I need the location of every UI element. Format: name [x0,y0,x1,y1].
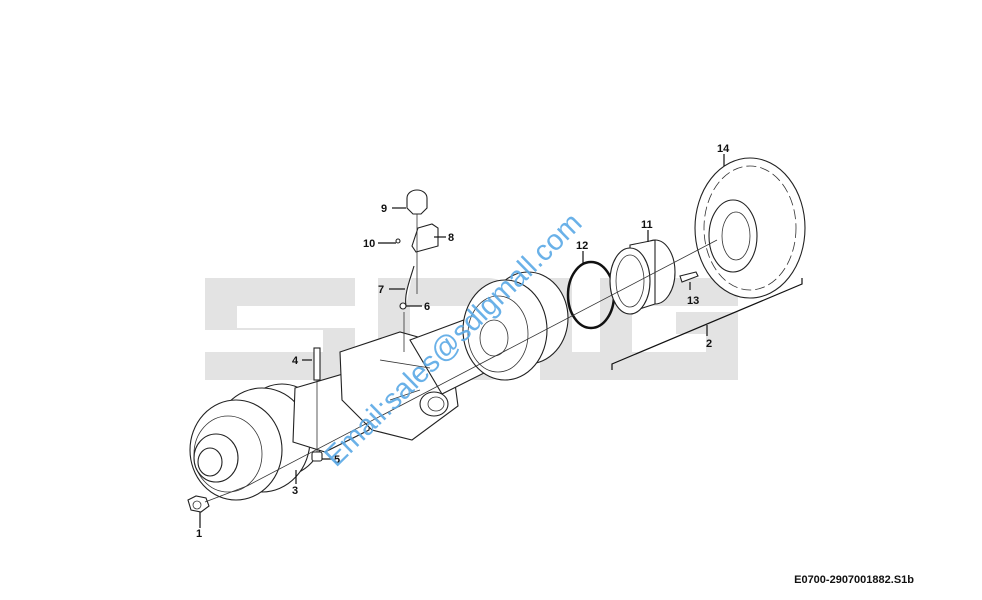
callout-5: 5 [334,454,340,466]
left-hub-assembly [189,383,325,501]
callout-12: 12 [576,240,588,252]
callout-6: 6 [424,301,430,313]
callout-1: 1 [196,528,202,540]
tire [679,157,806,299]
callout-9: 9 [381,203,387,215]
callout-11: 11 [641,219,653,231]
axle-housing [292,313,511,453]
callout-14: 14 [717,143,730,155]
callout-10: 10 [363,238,375,250]
right-hub-assembly [462,271,569,381]
reference-code: E0700-2907001882.S1b [794,574,914,586]
breather-assembly [395,189,439,352]
bolt-and-nut [311,347,323,462]
group-bracket [611,278,803,370]
callout-8: 8 [448,232,454,244]
callout-13: 13 [687,295,699,307]
hub-nut [187,485,248,513]
callout-labels: 1 2 3 4 5 6 7 8 9 10 11 12 13 14 [196,143,730,540]
callout-2: 2 [706,338,712,350]
callout-4: 4 [292,355,299,367]
callout-7: 7 [378,284,384,296]
leader-lines [199,154,725,528]
callout-3: 3 [292,485,298,497]
